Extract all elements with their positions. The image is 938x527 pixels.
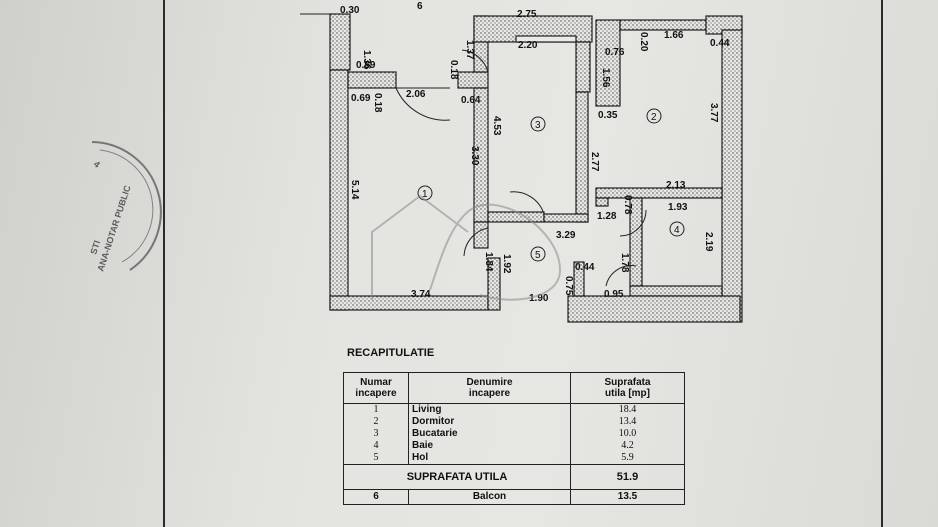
room-3-number: 3 bbox=[535, 120, 541, 131]
svg-text:1.37: 1.37 bbox=[464, 40, 475, 60]
svg-text:1.66: 1.66 bbox=[664, 30, 684, 41]
right-margin-line bbox=[881, 0, 883, 527]
door-swings bbox=[300, 13, 647, 287]
table-row: 1 Living 18.4 bbox=[343, 403, 685, 416]
room-2-number: 2 bbox=[651, 112, 657, 123]
svg-text:0.59: 0.59 bbox=[356, 60, 376, 71]
total-label: SUPRAFATA UTILA bbox=[343, 464, 571, 490]
svg-text:2.20: 2.20 bbox=[518, 40, 538, 51]
svg-text:3.29: 3.29 bbox=[556, 230, 576, 241]
svg-text:0.64: 0.64 bbox=[461, 95, 481, 106]
table-row: 4 Baie 4.2 bbox=[343, 440, 685, 452]
walls bbox=[329, 13, 743, 323]
table-row: 2 Dormitor 13.4 bbox=[343, 416, 685, 428]
svg-text:1.56: 1.56 bbox=[600, 68, 611, 88]
svg-text:0.69: 0.69 bbox=[351, 93, 371, 104]
stamp-text-1: STI bbox=[88, 239, 102, 255]
svg-text:0.35: 0.35 bbox=[598, 110, 618, 121]
svg-text:1.28: 1.28 bbox=[597, 211, 617, 222]
svg-text:2.77: 2.77 bbox=[589, 152, 600, 172]
svg-text:1.92: 1.92 bbox=[501, 254, 512, 274]
svg-text:6: 6 bbox=[417, 1, 423, 12]
svg-text:2.06: 2.06 bbox=[406, 89, 426, 100]
total-row: SUPRAFATA UTILA 51.9 bbox=[343, 464, 685, 490]
watermark-logo bbox=[371, 194, 562, 301]
svg-text:0.44: 0.44 bbox=[575, 262, 595, 273]
total-value: 51.9 bbox=[570, 464, 685, 490]
svg-text:1.36: 1.36 bbox=[361, 50, 372, 70]
left-margin-line bbox=[163, 0, 165, 527]
svg-text:3.30: 3.30 bbox=[469, 146, 480, 166]
svg-text:0.18: 0.18 bbox=[448, 60, 459, 80]
svg-text:2.19: 2.19 bbox=[703, 232, 714, 252]
svg-text:3.74: 3.74 bbox=[411, 289, 431, 300]
svg-text:0.75: 0.75 bbox=[563, 276, 574, 296]
svg-text:4.53: 4.53 bbox=[491, 116, 502, 136]
notary-stamp: 4 STI ANA-NOTAR PUBLIC bbox=[88, 141, 162, 273]
svg-text:0.95: 0.95 bbox=[604, 289, 624, 300]
svg-text:0.44: 0.44 bbox=[710, 38, 730, 49]
svg-text:5.14: 5.14 bbox=[349, 180, 360, 200]
room-5-number: 5 bbox=[535, 250, 541, 261]
svg-text:1.93: 1.93 bbox=[668, 202, 688, 213]
svg-text:1.78: 1.78 bbox=[619, 253, 630, 273]
svg-text:0.78: 0.78 bbox=[622, 195, 633, 215]
svg-text:0.76: 0.76 bbox=[605, 47, 625, 58]
stamp-mark: 4 bbox=[92, 159, 102, 170]
svg-text:2.75: 2.75 bbox=[517, 9, 537, 20]
room-4-number: 4 bbox=[674, 225, 680, 236]
svg-text:0.30: 0.30 bbox=[340, 5, 360, 16]
svg-text:2.13: 2.13 bbox=[666, 180, 686, 191]
svg-text:0.18: 0.18 bbox=[372, 93, 383, 113]
svg-text:3.77: 3.77 bbox=[708, 103, 719, 123]
svg-text:1.90: 1.90 bbox=[529, 293, 549, 304]
dimension-labels: 0.30 6 2.75 1.36 1.37 2.20 0.76 0.20 1.6… bbox=[340, 1, 730, 304]
room-markers: 1 2 3 4 5 bbox=[417, 108, 685, 262]
svg-text:0.20: 0.20 bbox=[638, 32, 649, 52]
balcony-row: 6 Balcon 13.5 bbox=[343, 489, 685, 505]
table-row: 5 Hol 5.9 bbox=[343, 452, 685, 465]
room-1-number: 1 bbox=[422, 189, 428, 200]
table-row: 3 Bucatarie 10.0 bbox=[343, 428, 685, 440]
svg-text:1.84: 1.84 bbox=[483, 252, 494, 272]
recap-title: RECAPITULATIE bbox=[347, 347, 435, 359]
